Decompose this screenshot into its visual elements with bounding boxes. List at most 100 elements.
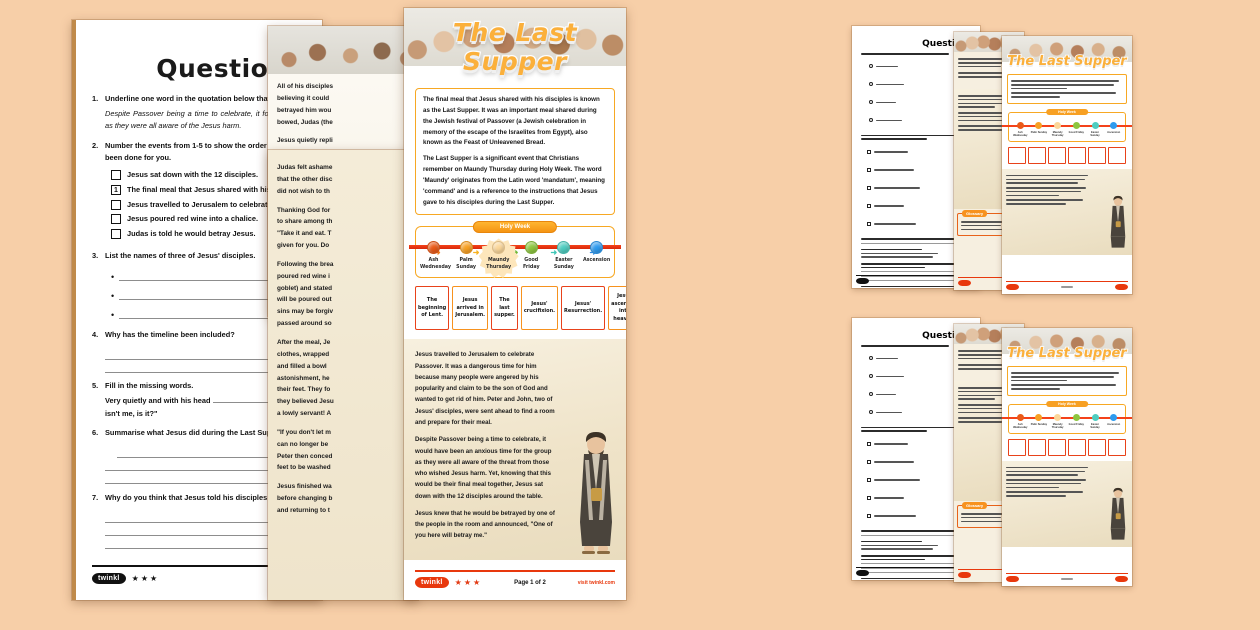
ordering-checkbox-row[interactable]: Judas is told he would betray Jesus. [111,228,306,240]
answer-rule[interactable] [105,458,306,471]
answer-rule[interactable] [119,289,306,300]
thumb-main-page[interactable]: The Last Supper Holy Week Ash Wednesday … [1002,328,1132,586]
question-number: 2. [92,140,99,150]
timeline-dot [426,241,440,255]
thumb-intro-box [1007,366,1127,396]
story-paragraph: Jesus knew that he would be betrayed by … [415,509,555,540]
story-text-upper: All of his disciples believing it could … [268,74,418,161]
thumb-timeline-label: Maundy Thursday [1051,130,1064,138]
timeline-event-row: The beginning of Lent. Jesus arrived in … [415,286,626,331]
story-line: astonishment, he [277,374,330,382]
thumb-timeline-label: Ascension [1107,130,1121,134]
answer-rule[interactable] [105,347,306,361]
ordering-checkbox-row[interactable]: 1 The final meal that Jesus shared with … [111,184,306,196]
twinkl-logo [958,280,971,286]
question-number: 7. [92,493,99,502]
answer-bullet-line[interactable]: • [111,308,306,319]
ordering-label: Jesus poured red wine into a chalice. [127,214,259,224]
thumb-main-page[interactable]: The Last Supper Holy Week Ash Wednesday … [1002,36,1132,294]
fill-in-blank[interactable] [212,402,271,404]
thumb-timeline-label: Palm Sunday [1030,130,1048,134]
story-line: given for you. Do [277,242,330,250]
question-4: 4. Why has the timeline been included? [92,329,306,374]
ordering-checkbox[interactable] [111,199,121,210]
answer-rule[interactable] [117,445,306,458]
main-title: The Last Supper [452,17,578,78]
ordering-checkbox-row[interactable]: Jesus travelled to Jerusalem to celebrat… [111,199,306,211]
timeline-dot [492,241,506,255]
question-6: 6. Summarise what Jesus did during the L… [92,427,306,484]
thumb-footer [1006,280,1128,290]
timeline-dot [589,241,603,255]
twinkl-logo [1006,575,1019,582]
bullet-icon: • [111,290,115,301]
thumb-timeline-label: Good Friday [1068,422,1084,426]
thumb-event-row [1008,438,1126,456]
story-line: goblet) and stated [277,284,333,292]
story-text-lower: Judas felt ashame that the other disc di… [268,150,418,531]
answer-rule[interactable] [105,360,306,374]
last-supper-information-page[interactable]: The Last Supper The final meal that Jesu… [404,8,626,600]
answer-bullet-line[interactable]: • [111,270,306,281]
timeline-node[interactable]: Ash Wednesday [420,241,451,271]
timeline-event: The beginning of Lent. [415,286,450,331]
ordering-checkbox[interactable] [111,214,121,225]
timeline-node[interactable]: Palm Sunday [453,241,480,271]
ordering-label: Jesus sat down with the 12 disciples. [127,170,259,180]
story-parchment-panel: Jesus travelled to Jerusalem to celebrat… [404,339,626,560]
timeline-node[interactable]: Good Friday [518,241,545,271]
arrow-right-icon: ➜ [550,248,558,258]
thumb-page-title: Questions [922,331,973,341]
ordering-checkbox[interactable] [111,229,121,240]
answer-rule[interactable] [105,471,306,484]
story-line: Jesus quietly repli [277,137,333,145]
story-line: and returning to t [277,506,330,514]
story-line: After the meal, Je [277,338,331,346]
thumb-timeline-label: Easter Sunday [1090,130,1100,138]
thumb-page-title: Questions [922,39,973,49]
twinkl-logo: twinkl [92,573,126,584]
timeline-label: Maundy Thursday [486,258,512,270]
questions-list: 1. Underline one word in the quotation b… [92,93,306,550]
story-line: and filled a bowl [277,362,327,370]
story-line: they believed Jesu [277,398,334,406]
answer-rule[interactable] [105,523,306,537]
story-line: Peter then conced [277,452,333,460]
visit-link[interactable]: visit twinkl.com [577,579,615,586]
ordering-checkbox-row[interactable]: Jesus sat down with the 12 disciples. [111,169,306,181]
answer-rule[interactable] [105,536,306,550]
thumb-timeline-heading: Holy Week [1046,400,1088,407]
story-line: believing it could [277,94,330,102]
timeline-node[interactable]: Ascension [583,241,610,271]
timeline-node[interactable]: Easter Sunday [550,241,577,271]
ordering-checkbox[interactable] [111,170,121,181]
question-text: Fill in the missing words. [105,381,194,391]
thumb-timeline-label: Easter Sunday [1090,422,1100,430]
timeline-node-highlighted[interactable]: Maundy Thursday [478,238,519,278]
question-text: Number the events from 1-5 to show the o… [105,140,306,162]
answer-rule[interactable] [119,270,306,281]
timeline-dot [524,241,538,255]
ordering-checkbox[interactable]: 1 [111,184,121,195]
story-paragraph: Jesus travelled to Jerusalem to celebrat… [415,351,555,426]
fill-in-text: isn't me, is it?" [105,408,158,418]
ordering-label: The final meal that Jesus shared with hi… [127,184,280,194]
story-line: to share among th [277,218,333,226]
question-number: 1. [92,94,99,103]
thumb-timeline-label: Ascension [1107,422,1121,426]
story-paragraph: Despite Passover being a time to celebra… [415,436,552,500]
thumb-question-block [857,53,975,288]
ordering-label: Judas is told he would betray Jesus. [127,228,256,238]
ordering-checkbox-row[interactable]: Jesus poured red wine into a chalice. [111,213,306,225]
story-line: that the other disc [277,175,333,183]
thumb-timeline-label: Palm Sunday [1030,422,1048,426]
story-page-lower[interactable]: Judas felt ashame that the other disc di… [268,150,418,600]
answer-bullet-line[interactable]: • [111,289,306,300]
timeline-label: Palm Sunday [456,258,477,270]
thumb-timeline: Holy Week Ash Wednesday Palm Sunday Maun… [1002,108,1132,142]
answer-rule[interactable] [105,510,306,524]
question-text: Summarise what Jesus did during the Last… [105,427,280,437]
answer-rule[interactable] [119,308,306,319]
question-number: 5. [92,381,99,391]
